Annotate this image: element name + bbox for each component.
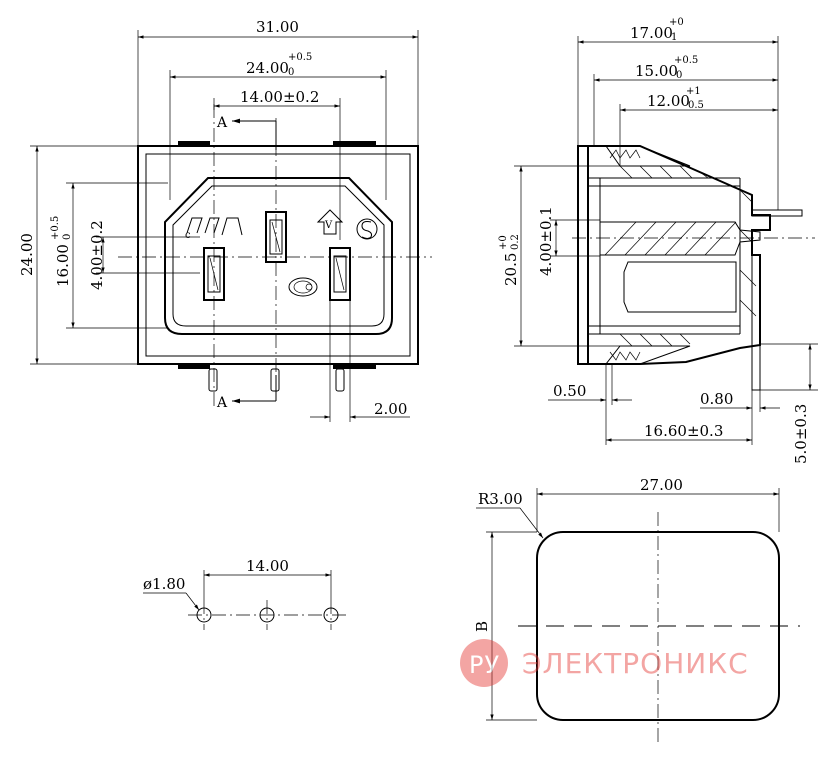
dim-flange: 0.50 bbox=[553, 382, 586, 400]
latch-serrations bbox=[609, 149, 641, 361]
inlet-cavity-inner bbox=[172, 185, 385, 327]
dim-cavity-height-tol-lower: 0 bbox=[62, 234, 73, 240]
dim-side-pin-offset: 4.00±0.1 bbox=[537, 206, 555, 276]
dim-overall-width: 31.00 bbox=[256, 18, 299, 36]
watermark-text: ЭЛЕКТРОНИКС bbox=[522, 647, 749, 680]
dim-side-length: 16.60±0.3 bbox=[644, 422, 723, 440]
contact-section bbox=[599, 221, 761, 256]
dim-terminal-length: 5.0±0.3 bbox=[792, 404, 810, 464]
dim-height-205-tol-lower: 0.2 bbox=[510, 234, 521, 250]
svg-text:c: c bbox=[185, 230, 191, 241]
top-latch bbox=[605, 145, 691, 167]
section-label-bottom: A bbox=[216, 395, 228, 411]
dim-cavity-height-tol-upper: +0.5 bbox=[50, 216, 61, 240]
ccc-mark-icon bbox=[288, 277, 318, 297]
dim-depth-12-tol-lower: 0.5 bbox=[688, 100, 704, 111]
s-mark-icon bbox=[356, 218, 378, 240]
dim-depth-15-tol-lower: 0 bbox=[676, 70, 682, 81]
dim-pin-pitch: 14.00±0.2 bbox=[240, 88, 319, 106]
dim-hole-span: 14.00 bbox=[246, 557, 289, 575]
watermark-badge bbox=[460, 639, 508, 687]
section-hatching bbox=[619, 165, 757, 347]
dim-height-205-tol-upper: +0 bbox=[498, 235, 509, 250]
dim-cutout-height: B bbox=[473, 621, 491, 632]
dim-pin-width: 2.00 bbox=[374, 400, 407, 418]
pcb-hole-layout: 14.00 ø1.80 bbox=[143, 557, 348, 630]
contact-hatching bbox=[604, 221, 737, 256]
svg-text:V: V bbox=[324, 220, 333, 231]
dim-cavity-height: 16.00 bbox=[54, 244, 72, 287]
rear-terminal bbox=[751, 254, 761, 391]
dim-overall-height: 24.00 bbox=[18, 233, 36, 276]
body-outline bbox=[588, 145, 771, 365]
dim-height-205: 20.5 bbox=[502, 253, 520, 286]
side-view: 17.00 +0 1 15.00 +0.5 0 12.00 +1 0.5 20.… bbox=[498, 17, 818, 464]
dim-pin-offset: 4.00±0.2 bbox=[88, 220, 106, 290]
dim-depth-17-tol-upper: +0 bbox=[669, 17, 684, 28]
dim-depth-12: 12.00 bbox=[647, 92, 690, 110]
dim-depth-12-tol-upper: +1 bbox=[686, 86, 701, 97]
dim-depth-17: 17.00 bbox=[630, 24, 673, 42]
bottom-latch bbox=[604, 345, 691, 365]
contact-right bbox=[329, 247, 351, 301]
dim-cutout-width: 27.00 bbox=[640, 476, 683, 494]
section-label-top: A bbox=[216, 115, 228, 131]
front-flange bbox=[577, 145, 589, 365]
panel-cutout: 27.00 R3.00 B bbox=[473, 476, 800, 742]
bottom-left-lug bbox=[178, 364, 210, 369]
dim-depth-15-tol-upper: +0.5 bbox=[674, 55, 698, 66]
inlet-cavity-outer bbox=[164, 177, 393, 335]
housing-inner-outline bbox=[145, 153, 411, 357]
dim-depth-17-tol-lower: 1 bbox=[671, 32, 677, 43]
dim-cavity-width-tol-lower: 0 bbox=[288, 67, 294, 78]
dim-terminal-thickness: 0.80 bbox=[700, 390, 733, 408]
watermark: РУ ЭЛЕКТРОНИКС bbox=[460, 639, 749, 687]
vde-mark-icon: V bbox=[316, 209, 344, 235]
rear-solder-tab bbox=[751, 209, 803, 217]
bottom-right-lug bbox=[333, 364, 376, 369]
top-right-lug bbox=[333, 141, 376, 146]
dim-cavity-width: 24.00 bbox=[246, 59, 289, 77]
dim-hole-diameter: ø1.80 bbox=[143, 575, 185, 593]
lower-contact bbox=[623, 261, 737, 313]
ul-mark-icon: c bbox=[185, 217, 243, 241]
terminal-pins bbox=[208, 368, 345, 392]
dim-cavity-width-tol-upper: +0.5 bbox=[288, 52, 312, 63]
housing-outline bbox=[137, 145, 419, 365]
dim-corner-radius: R3.00 bbox=[478, 490, 523, 508]
front-view: c V A A bbox=[18, 18, 432, 422]
watermark-badge-text: РУ bbox=[469, 651, 500, 679]
top-left-lug bbox=[178, 141, 210, 146]
dim-depth-15: 15.00 bbox=[635, 62, 678, 80]
